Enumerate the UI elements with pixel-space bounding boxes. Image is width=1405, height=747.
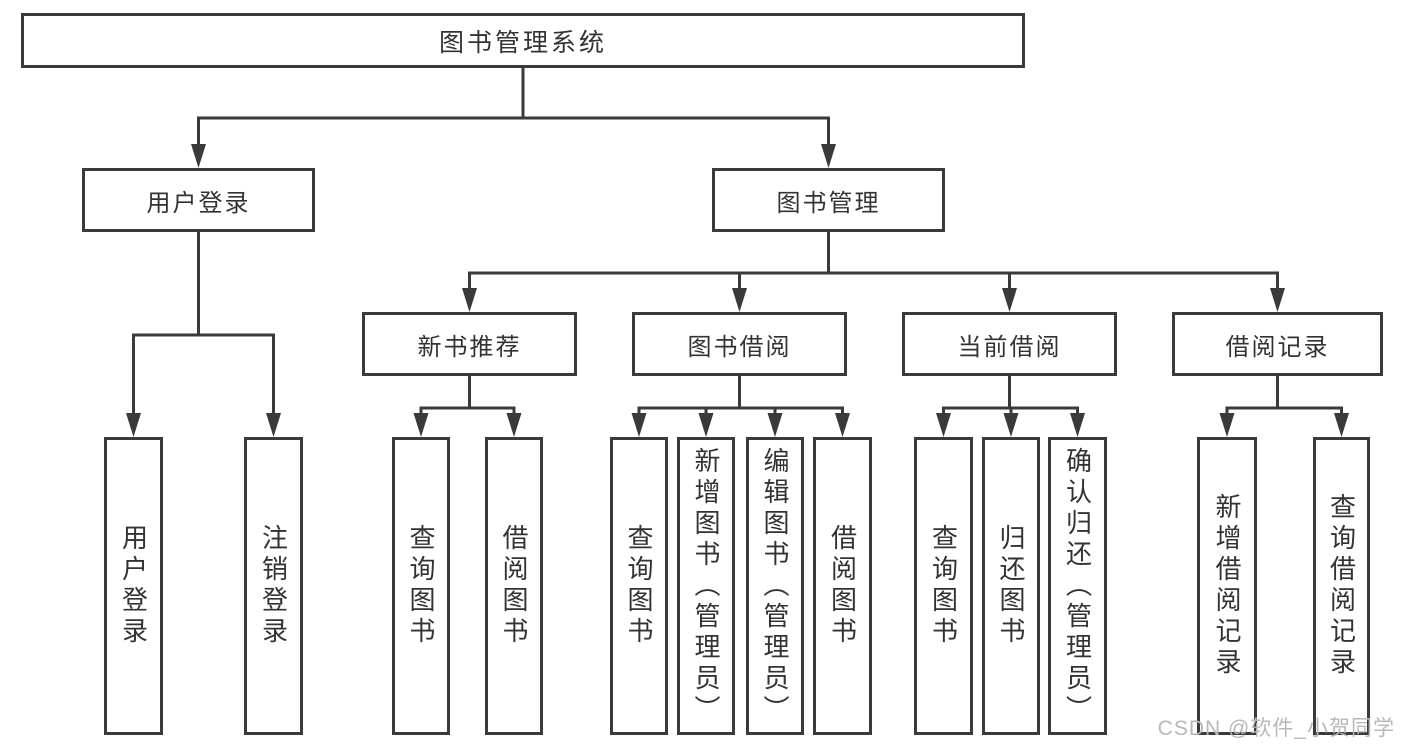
node-book-management: 图书管理 [712, 168, 945, 232]
arrowhead-down-icon [413, 413, 429, 437]
watermark: CSDN @软件_小贺同学 [1157, 717, 1395, 740]
node-book-borrowing-label: 图书借阅 [687, 333, 792, 361]
node-borrow-books-1: 借阅图书 [485, 437, 543, 735]
node-borrow-books-2: 借阅图书 [813, 437, 872, 735]
node-query-books-3-label: 查询图书 [928, 524, 959, 648]
arrowhead-down-icon [1002, 288, 1017, 312]
node-borrowing-records-label: 借阅记录 [1225, 333, 1330, 361]
arrowhead-down-icon [732, 288, 747, 312]
node-add-borrow-record-label: 新增借阅记录 [1212, 493, 1242, 679]
node-logout-label: 注销登录 [258, 524, 289, 648]
node-query-books-1: 查询图书 [392, 437, 450, 735]
arrowhead-down-icon [462, 288, 477, 312]
node-library-system-label: 图书管理系统 [438, 28, 607, 57]
node-query-books-1-label: 查询图书 [406, 524, 436, 648]
node-query-books-2: 查询图书 [610, 437, 668, 735]
arrowhead-down-icon [1070, 413, 1085, 437]
arrowhead-down-icon [266, 413, 281, 437]
arrowhead-down-icon [698, 413, 714, 437]
arrowhead-down-icon [1003, 413, 1019, 437]
node-user-login-leaf-label: 用户登录 [118, 524, 149, 648]
node-logout: 注销登录 [244, 437, 303, 735]
node-return-books-label: 归还图书 [996, 524, 1026, 648]
node-library-system: 图书管理系统 [21, 13, 1025, 68]
node-current-borrowing-label: 当前借阅 [957, 333, 1062, 361]
node-confirm-return-admin-label: 确认归还（管理员） [1062, 446, 1093, 726]
node-user-login-label: 用户登录 [146, 189, 251, 217]
node-user-login: 用户登录 [82, 168, 315, 232]
arrowhead-down-icon [1270, 288, 1285, 312]
arrowhead-down-icon [191, 144, 206, 168]
node-query-borrow-record: 查询借阅记录 [1313, 437, 1370, 735]
node-query-borrow-record-label: 查询借阅记录 [1326, 493, 1357, 679]
arrowhead-down-icon [1219, 413, 1235, 437]
node-borrow-books-2-label: 借阅图书 [827, 524, 858, 648]
node-book-management-label: 图书管理 [776, 189, 881, 217]
node-new-book-recommend: 新书推荐 [362, 312, 577, 376]
node-return-books: 归还图书 [982, 437, 1040, 735]
node-confirm-return-admin: 确认归还（管理员） [1048, 437, 1107, 735]
arrowhead-down-icon [835, 413, 850, 437]
arrowhead-down-icon [506, 413, 522, 437]
node-add-books-admin: 新增图书（管理员） [677, 437, 735, 735]
node-new-book-recommend-label: 新书推荐 [417, 333, 522, 361]
arrowhead-down-icon [126, 413, 141, 437]
node-borrow-books-1-label: 借阅图书 [499, 524, 529, 648]
node-current-borrowing: 当前借阅 [902, 312, 1117, 376]
node-edit-books-admin-label: 编辑图书（管理员） [760, 446, 790, 726]
node-query-books-2-label: 查询图书 [624, 524, 654, 648]
node-query-books-3: 查询图书 [914, 437, 973, 735]
arrowhead-down-icon [767, 413, 783, 437]
node-add-borrow-record: 新增借阅记录 [1197, 437, 1257, 735]
node-user-login-leaf: 用户登录 [104, 437, 163, 735]
arrowhead-down-icon [1334, 413, 1349, 437]
node-book-borrowing: 图书借阅 [632, 312, 847, 376]
arrowhead-down-icon [631, 413, 647, 437]
node-borrowing-records: 借阅记录 [1172, 312, 1383, 376]
arrowhead-down-icon [936, 413, 951, 437]
node-add-books-admin-label: 新增图书（管理员） [691, 446, 721, 726]
node-edit-books-admin: 编辑图书（管理员） [746, 437, 804, 735]
arrowhead-down-icon [821, 144, 836, 168]
